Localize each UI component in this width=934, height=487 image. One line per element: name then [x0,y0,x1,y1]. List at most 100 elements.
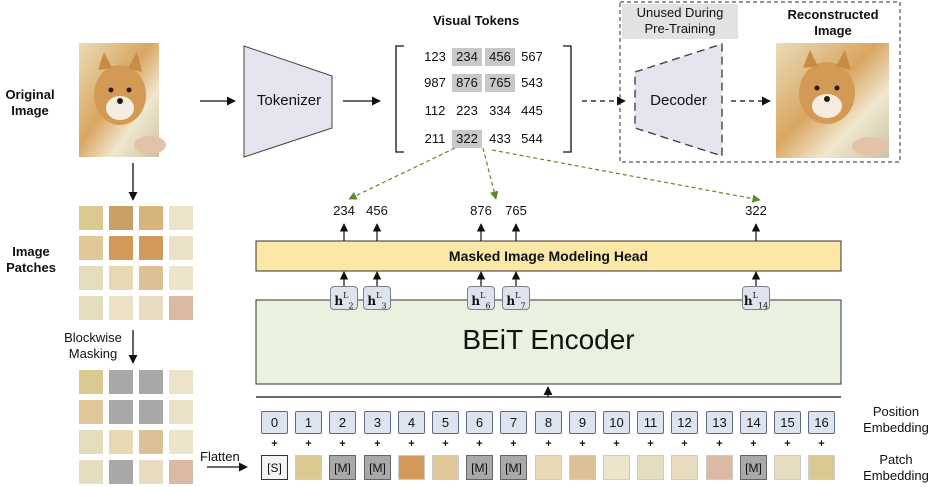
tokenizer-shape [243,45,333,158]
original-image [79,43,166,157]
hidden-state-symbol: h [743,294,753,308]
position-embedding: 16 [808,411,835,434]
plus-sign: + [510,438,517,450]
position-embedding: 13 [706,411,733,434]
image-patches-grid [79,206,193,320]
hidden-state-index: 14 [757,301,769,311]
visual-token: 433 [489,131,511,146]
head-output-arrows [339,223,761,241]
position-embedding: 11 [637,411,664,434]
visual-token: 112 [424,103,446,118]
hidden-state-layer: L [376,291,382,300]
tokenizer-label: Tokenizer [256,92,322,109]
hidden-state-index: 2 [348,301,354,311]
position-embedding: 6 [466,411,493,434]
plus-sign: + [716,438,723,450]
unused-region [619,1,901,163]
plus-sign: + [545,438,552,450]
position-embedding: 4 [398,411,425,434]
plus-sign: + [750,438,757,450]
original-image-label: Original Image [5,87,55,118]
special-token-embedding: [S] [261,455,288,480]
image-patch-embedding [671,455,698,480]
hidden-state-layer: L [480,291,486,300]
position-embedding: 1 [295,411,322,434]
plus-sign: + [442,438,449,450]
unused-label: Unused During Pre-Training [636,5,724,36]
visual-token: 234 [452,48,482,66]
image-patch-embedding [295,455,322,480]
unused-label-bg [622,4,738,39]
position-embedding: 15 [774,411,801,434]
plus-sign: + [476,438,483,450]
reconstructed-image [776,43,889,158]
position-embedding: 5 [432,411,459,434]
encoder-label: BEiT Encoder [462,324,635,355]
mask-token-embedding: [M] [466,455,493,480]
image-patch-embedding [603,455,630,480]
image-patches-label: Image Patches [6,244,56,275]
token-bracket-right [563,45,572,153]
mask-token-embedding: [M] [364,455,391,480]
plus-sign: + [681,438,688,450]
visual-token: 765 [485,74,515,92]
green-arrow-234 [348,147,456,200]
blockwise-masking-label: Blockwise Masking [64,330,122,361]
plus-sign: + [271,438,278,450]
hidden-state-index: 7 [520,301,526,311]
plus-sign: + [305,438,312,450]
token-bracket-left [395,45,404,153]
hidden-state-index: 3 [381,301,387,311]
hidden-state-layer: L [343,291,349,300]
mask-token-embedding: [M] [500,455,527,480]
predicted-token: 456 [366,203,388,218]
hidden-state-box: hL14 [742,286,770,310]
visual-token: 876 [452,74,482,92]
predicted-token: 322 [745,203,767,218]
hidden-state-box: hL7 [502,286,530,310]
mim-head-label: Masked Image Modeling Head [448,248,649,264]
plus-sign: + [339,438,346,450]
plus-sign: + [784,438,791,450]
position-embedding: 3 [364,411,391,434]
masked-patches-grid [79,370,193,484]
visual-token: 123 [424,49,446,64]
hidden-state-layer: L [752,291,758,300]
image-patch-embedding [432,455,459,480]
visual-tokens-title: Visual Tokens [433,13,520,28]
hidden-state-symbol: h [367,294,377,308]
visual-token: 456 [485,48,515,66]
position-embedding: 9 [569,411,596,434]
visual-token: 987 [424,75,446,90]
hidden-state-symbol: h [471,294,481,308]
image-patch-embedding [535,455,562,480]
decoder-shape [634,43,723,157]
green-arrow-876 [482,147,499,200]
plus-sign: + [374,438,381,450]
plus-sign: + [613,438,620,450]
plus-sign: + [408,438,415,450]
position-embedding: 8 [535,411,562,434]
hidden-to-head-arrows [339,271,761,286]
position-embedding-label: Position Embedding [863,404,929,435]
visual-token: 567 [521,49,543,64]
predicted-token: 876 [470,203,492,218]
hidden-state-layer: L [515,291,521,300]
visual-token: 543 [521,75,543,90]
plus-sign: + [818,438,825,450]
mask-token-embedding: [M] [740,455,767,480]
hidden-state-box: hL3 [363,286,391,310]
reconstructed-image-label: Reconstructed Image [768,7,898,39]
image-patch-embedding [808,455,835,480]
predicted-token: 765 [505,203,527,218]
green-arrow-322 [491,149,761,203]
hidden-state-symbol: h [334,294,344,308]
visual-token: 544 [521,131,543,146]
visual-token: 211 [424,131,446,146]
flatten-label: Flatten [200,449,240,464]
reconstructed-label-text: Reconstructed Image [787,7,879,38]
image-patch-embedding [774,455,801,480]
decoder-label: Decoder [650,92,707,109]
image-patch-embedding [569,455,596,480]
